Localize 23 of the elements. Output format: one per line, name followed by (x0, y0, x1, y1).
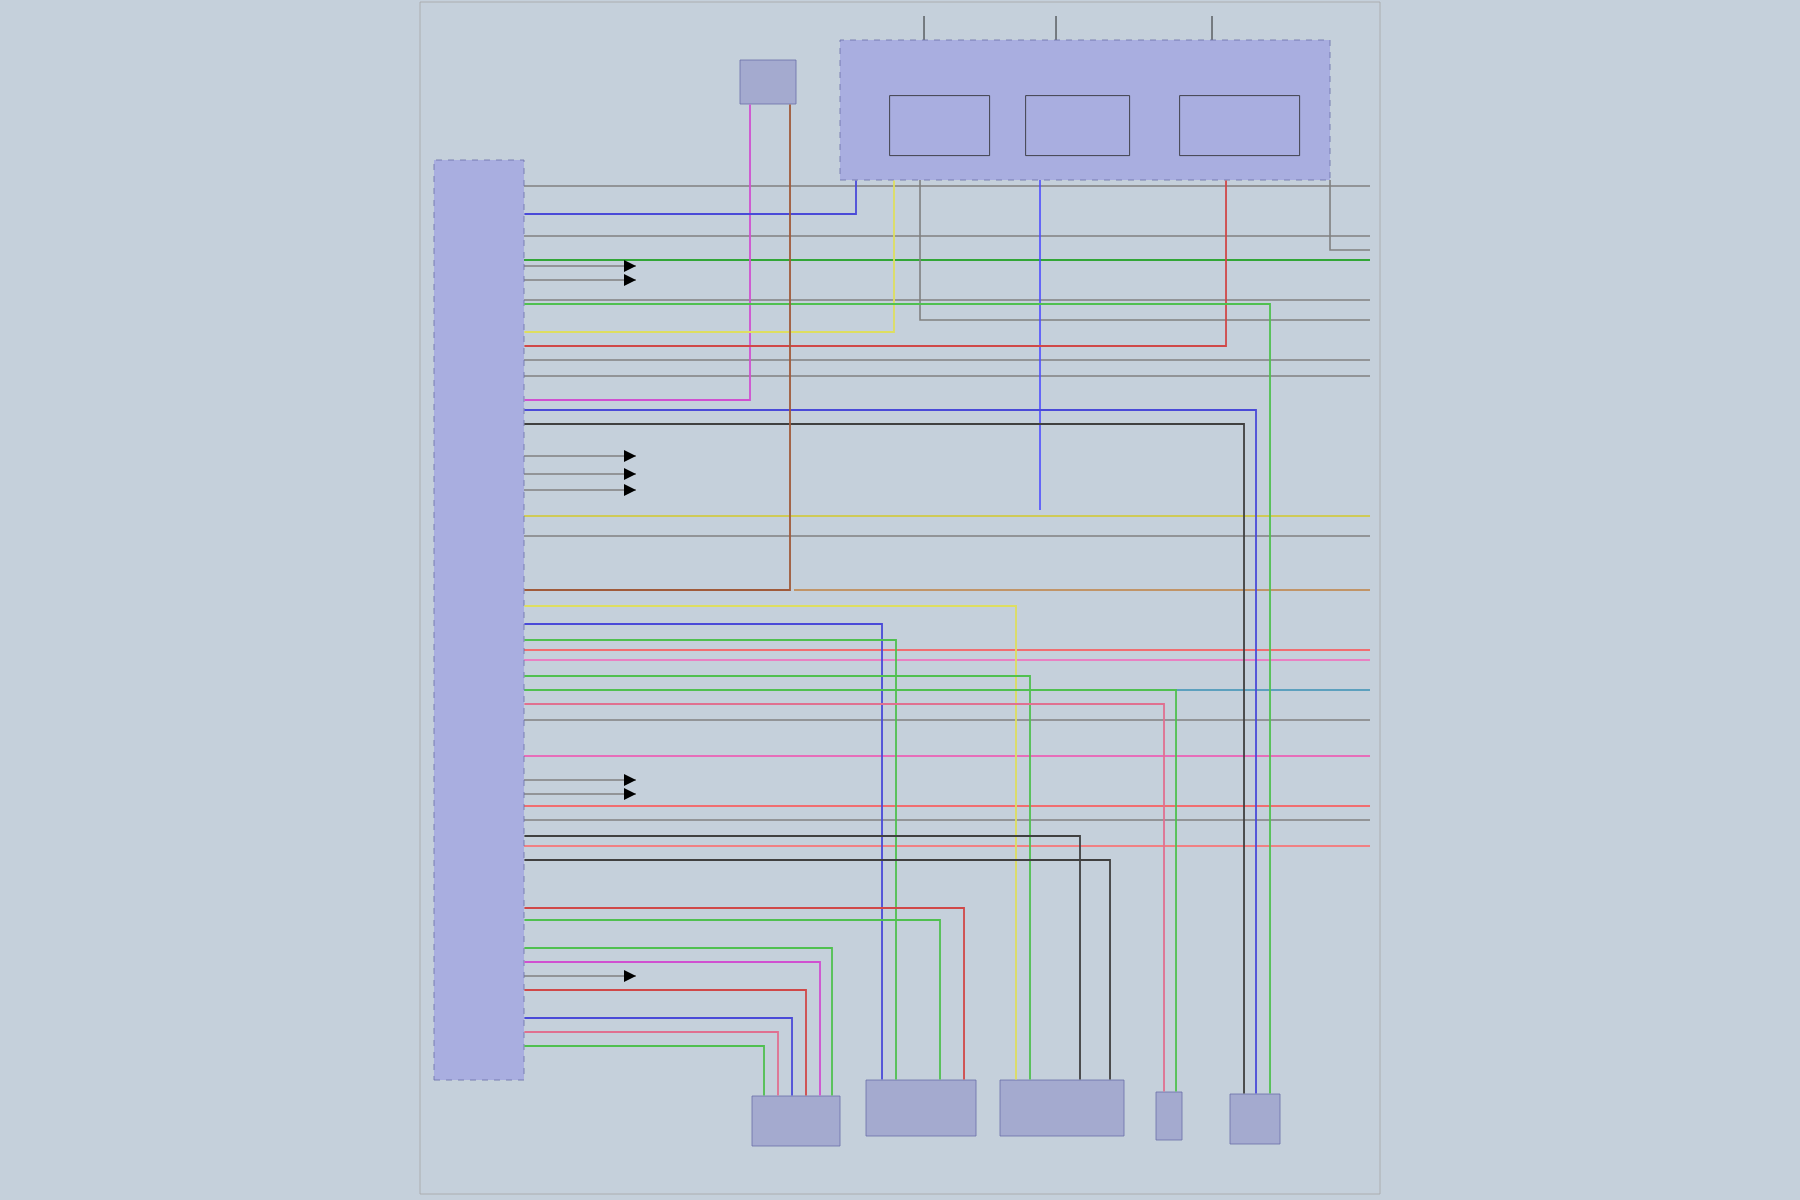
wire (523, 1031, 779, 1097)
control-module-box (433, 159, 525, 1081)
relay-box (889, 95, 990, 156)
wire (523, 675, 1031, 1081)
wire (523, 303, 1271, 1095)
connector-box (739, 59, 797, 105)
connector-box (1155, 1091, 1183, 1141)
connector-box (751, 1095, 841, 1147)
wire (523, 1017, 793, 1097)
wire (523, 179, 857, 215)
wire (523, 179, 1227, 347)
wire (523, 103, 751, 401)
wire (523, 605, 1017, 1081)
wire (523, 103, 791, 591)
connector-box (999, 1079, 1125, 1137)
relay-box (1179, 95, 1300, 156)
relay-box (1025, 95, 1130, 156)
wire (523, 1045, 765, 1097)
wire (523, 989, 807, 1097)
relay-box (839, 39, 1331, 181)
connector-box (865, 1079, 977, 1137)
wire (523, 179, 895, 333)
connector-box (1229, 1093, 1281, 1145)
